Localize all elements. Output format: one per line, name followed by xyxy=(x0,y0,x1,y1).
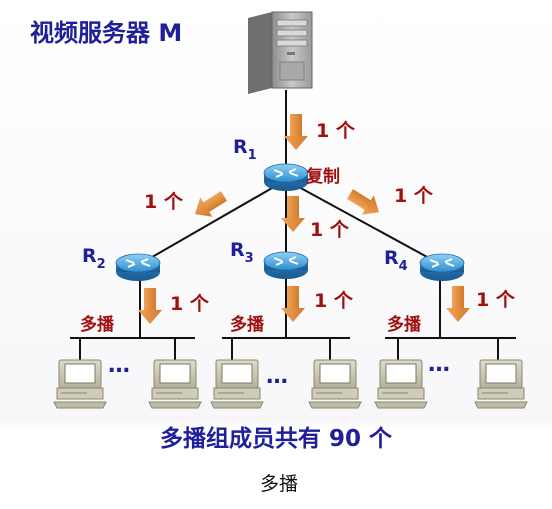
router-r2-label: R2 xyxy=(82,245,106,272)
count-label-lan3: 1 个 xyxy=(476,289,516,311)
router-r4-icon xyxy=(419,253,465,282)
copy-label: 复制 xyxy=(305,166,340,187)
arrow-r1-r3-icon xyxy=(281,196,305,232)
count-label-lan1: 1 个 xyxy=(170,293,210,315)
computer-icon xyxy=(308,359,362,409)
count-label-lan2: 1 个 xyxy=(314,290,354,312)
router-r3-icon xyxy=(263,251,309,280)
arrow-r1-r4-icon xyxy=(343,184,386,222)
lan-3-multicast-label: 多播 xyxy=(387,314,422,335)
link-r1-r4 xyxy=(285,179,441,265)
count-label-r4: 1 个 xyxy=(394,185,434,207)
summary-text: 多播组成员共有 90 个 xyxy=(160,425,393,452)
count-label-server: 1 个 xyxy=(316,120,356,142)
router-r3-label: R3 xyxy=(230,239,254,266)
ellipsis-lan1: … xyxy=(108,353,130,378)
arrow-r2-lan-icon xyxy=(138,288,162,324)
caption: 多播 xyxy=(260,473,298,495)
links xyxy=(70,90,516,360)
computer-icon xyxy=(53,359,107,409)
computer-icon xyxy=(374,359,428,409)
router-r2-icon xyxy=(115,253,161,282)
computer-icon xyxy=(210,359,264,409)
count-label-r2: 1 个 xyxy=(144,191,184,213)
count-label-r3: 1 个 xyxy=(310,219,350,241)
link-r1-r2 xyxy=(139,179,287,265)
computer-icon xyxy=(148,359,202,409)
arrow-r3-lan-icon xyxy=(281,286,305,322)
router-r1-icon xyxy=(263,163,309,192)
ellipsis-lan2: … xyxy=(266,364,288,389)
arrow-server-r1-icon xyxy=(284,114,308,150)
arrow-r1-r2-icon xyxy=(188,186,231,224)
page-title: 视频服务器 M xyxy=(30,19,182,47)
arrow-r4-lan-icon xyxy=(446,286,470,322)
router-r1-label: R1 xyxy=(233,136,257,163)
lan-1-multicast-label: 多播 xyxy=(80,314,115,335)
router-r4-label: R4 xyxy=(384,247,408,274)
ellipsis-lan3: … xyxy=(428,352,450,377)
video-server-icon xyxy=(248,11,313,94)
lan-2-multicast-label: 多播 xyxy=(230,314,265,335)
computer-icon xyxy=(474,359,528,409)
